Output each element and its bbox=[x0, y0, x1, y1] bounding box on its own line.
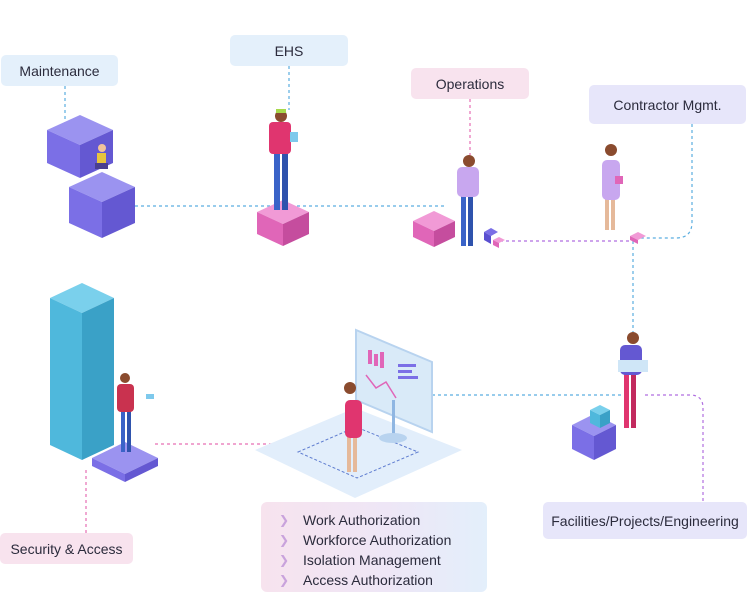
authorization-list-box: ❯ Work Authorization ❯ Workforce Authoriza… bbox=[261, 502, 487, 592]
security-access-node: Security & Access bbox=[0, 533, 133, 564]
security-tower-figure bbox=[50, 283, 158, 482]
facilities-connector bbox=[645, 394, 704, 502]
chevron-right-icon: ❯ bbox=[279, 573, 290, 587]
maintenance-cubes bbox=[47, 115, 135, 238]
operations-person-figure bbox=[413, 155, 505, 248]
authorization-list: ❯ Work Authorization ❯ Workforce Authoriza… bbox=[279, 510, 487, 590]
chevron-right-icon: ❯ bbox=[279, 513, 290, 527]
contractor-connector bbox=[636, 124, 693, 239]
list-item-label: Access Authorization bbox=[303, 572, 433, 588]
contractor-person-figure bbox=[602, 144, 646, 244]
contractor-mgmt-node: Contractor Mgmt. bbox=[589, 85, 746, 124]
maintenance-node: Maintenance bbox=[1, 55, 118, 86]
ehs-person-figure bbox=[257, 109, 309, 246]
list-item: ❯ Workforce Authorization bbox=[279, 530, 487, 550]
ehs-node: EHS bbox=[230, 35, 348, 66]
list-item-label: Work Authorization bbox=[303, 512, 421, 528]
chevron-right-icon: ❯ bbox=[279, 553, 290, 567]
operations-node: Operations bbox=[411, 68, 529, 99]
list-item: ❯ Isolation Management bbox=[279, 550, 487, 570]
facilities-person-figure bbox=[572, 332, 648, 460]
facilities-node: Facilities/Projects/Engineering bbox=[543, 502, 747, 539]
list-item-label: Workforce Authorization bbox=[303, 532, 452, 548]
central-dashboard-figure bbox=[255, 328, 462, 498]
list-item-label: Isolation Management bbox=[303, 552, 441, 568]
list-item: ❯ Access Authorization bbox=[279, 570, 487, 590]
chevron-right-icon: ❯ bbox=[279, 533, 290, 547]
list-item: ❯ Work Authorization bbox=[279, 510, 487, 530]
connector-lines bbox=[64, 66, 704, 533]
